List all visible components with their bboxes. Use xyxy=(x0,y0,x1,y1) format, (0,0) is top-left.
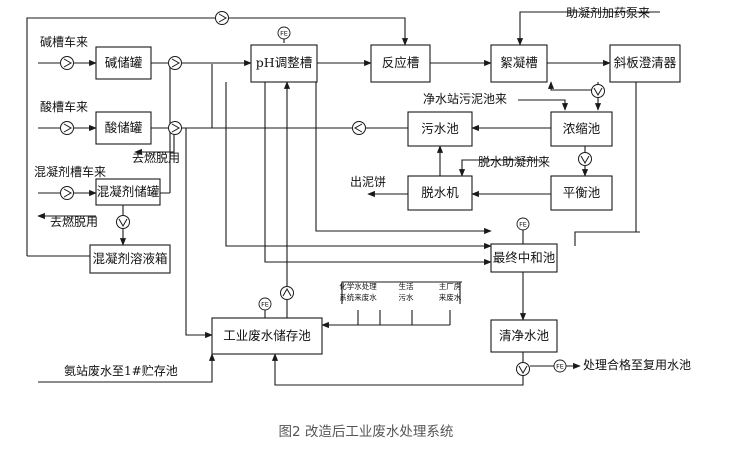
pump-icon xyxy=(116,215,130,229)
final-neutralization-label: 最终中和池 xyxy=(493,250,556,265)
flocculant-dosing-label: 助凝剂加药泵来 xyxy=(566,5,650,20)
thickener: 浓缩池 xyxy=(550,111,613,147)
flow-meter-icon: FE xyxy=(516,217,530,231)
pump-icon xyxy=(168,56,182,70)
pump-icon xyxy=(516,362,530,376)
life-source-label: 生活 xyxy=(399,281,414,291)
pump-icon xyxy=(215,11,229,25)
acid-truck-label: 酸槽车来 xyxy=(40,99,88,114)
flow-meter-icon: FE xyxy=(258,297,272,318)
dewatering-machine-label: 脱水机 xyxy=(421,185,459,200)
flow-meter-icon: FE xyxy=(277,26,291,43)
tank-flocculation-label: 絮凝槽 xyxy=(500,55,538,70)
dewatering-machine: 脱水机 xyxy=(407,175,473,211)
treated-reuse-label: 处理合格至复用水池 xyxy=(583,357,691,372)
pump-icon xyxy=(578,152,592,166)
life-source-label-2: 污水 xyxy=(399,292,414,302)
inclined-clarifier-label: 斜板澄清器 xyxy=(614,55,677,70)
tank-reaction: 反应槽 xyxy=(370,44,431,83)
tank-ph-adjust-label: pH调整槽 xyxy=(256,55,312,70)
pump-icon xyxy=(591,84,605,98)
pump-icon xyxy=(60,186,74,200)
final-neutralization-pool: 最终中和池 xyxy=(490,243,558,273)
figure-caption: 图2 改造后工业废水处理系统 xyxy=(279,424,454,440)
fe-ph-label: FE xyxy=(280,30,288,38)
plant-source-label-2: 来废水 xyxy=(439,292,462,302)
alkali-truck-label: 碱槽车来 xyxy=(40,34,88,49)
sewage-pool-label: 污水池 xyxy=(421,121,459,136)
chem-source-label: 化学水处理 xyxy=(339,281,377,291)
inclined-clarifier: 斜板澄清器 xyxy=(609,44,681,83)
fe-out-label: FE xyxy=(556,363,564,371)
water-station-sludge-label: 净水站污泥池来 xyxy=(423,92,507,106)
tank-alkali-label: 碱储罐 xyxy=(105,55,143,70)
tank-reaction-label: 反应槽 xyxy=(382,55,420,70)
box-coagulant-solution: 混凝剂溶液箱 xyxy=(89,244,171,274)
to-desulfur-label-1: 去燃脱用 xyxy=(132,150,180,165)
pump-icon xyxy=(352,121,366,135)
tank-alkali: 碱储罐 xyxy=(95,46,152,80)
tank-acid: 酸储罐 xyxy=(95,111,152,145)
pump-icon xyxy=(60,56,74,70)
balance-pool: 平衡池 xyxy=(550,175,613,211)
fe-storage-label: FE xyxy=(261,301,269,309)
coag-truck-label: 混凝剂槽车来 xyxy=(34,164,106,179)
industrial-storage-pool: 工业废水储存池 xyxy=(211,317,323,355)
cake-out-label: 出泥饼 xyxy=(350,175,386,189)
pump-icon xyxy=(280,286,294,300)
tank-coagulant: 混凝剂储罐 xyxy=(95,178,161,206)
ammonia-waste-label: 氨站废水至1#贮存池 xyxy=(64,363,178,378)
box-coagulant-solution-label: 混凝剂溶液箱 xyxy=(92,251,167,266)
clean-water-pool: 清净水池 xyxy=(490,319,558,353)
industrial-storage-label: 工业废水储存池 xyxy=(223,328,311,343)
thickener-label: 浓缩池 xyxy=(563,121,601,136)
tank-flocculation: 絮凝槽 xyxy=(490,44,548,83)
pump-icon xyxy=(60,121,74,135)
tank-ph-adjust: pH调整槽 xyxy=(250,44,318,83)
tank-acid-label: 酸储罐 xyxy=(105,120,143,135)
pipe-lines xyxy=(26,11,660,386)
pump-icon xyxy=(168,121,182,135)
chem-source-label-2: 系统来废水 xyxy=(339,292,377,302)
tank-coagulant-label: 混凝剂储罐 xyxy=(97,184,160,199)
dewatering-aid-label: 脱水助凝剂来 xyxy=(478,154,550,169)
clean-water-pool-label: 清净水池 xyxy=(499,328,550,343)
fe-final-label: FE xyxy=(519,221,527,229)
sewage-pool: 污水池 xyxy=(407,111,473,147)
to-desulfur-label-2: 去燃脱用 xyxy=(50,214,98,229)
plant-source-label: 主厂房 xyxy=(439,281,462,291)
balance-pool-label: 平衡池 xyxy=(563,185,601,200)
flow-meter-icon: FE xyxy=(553,359,567,373)
